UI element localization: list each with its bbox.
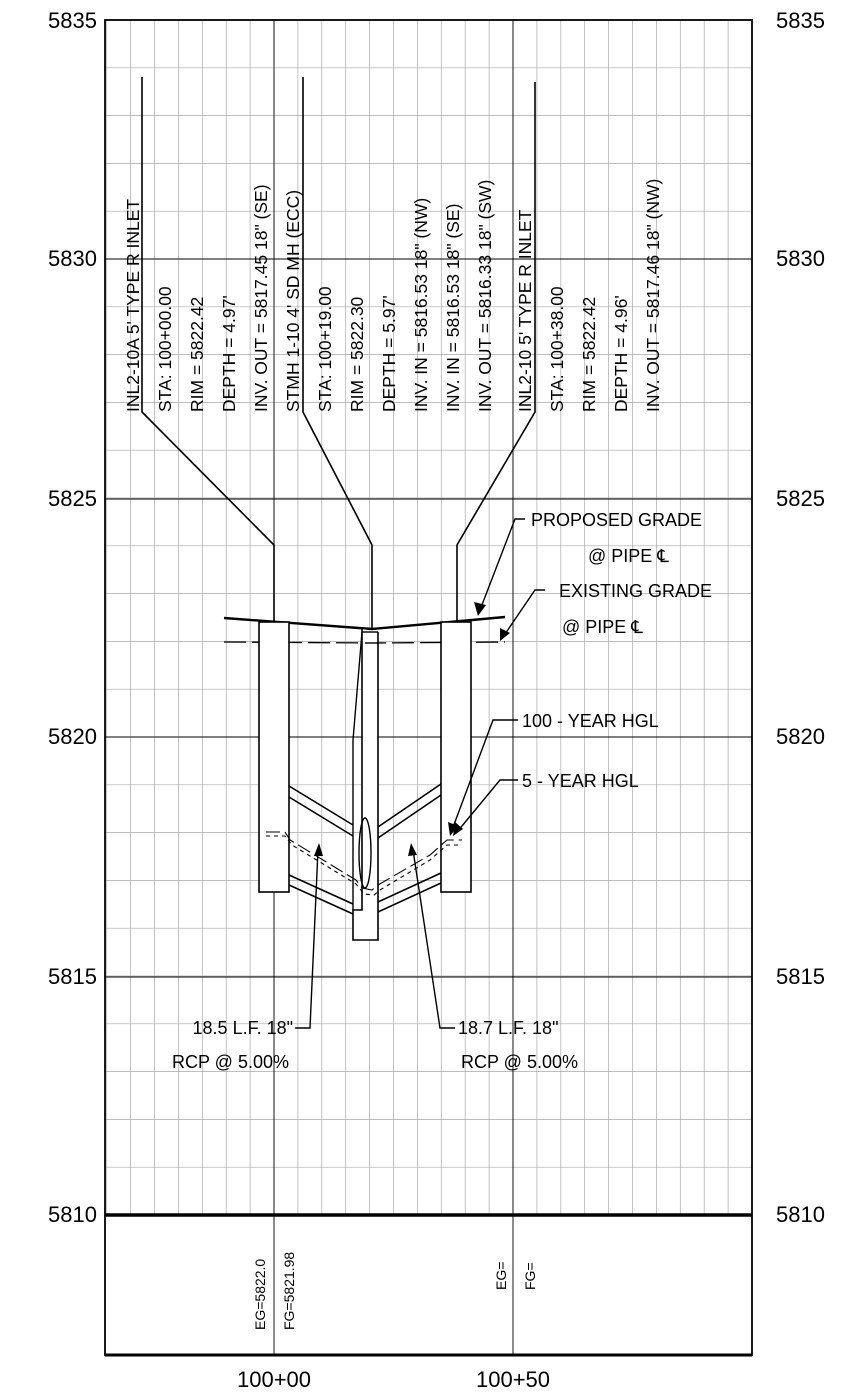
manhole-pipe-opening	[358, 817, 372, 889]
elev-label-left: 5825	[48, 486, 97, 511]
structure-label-line: INV. OUT = 5817.46 18" (NW)	[643, 179, 663, 412]
structure-label-line: DEPTH = 5.97'	[379, 295, 399, 412]
pipe-left-top	[288, 785, 354, 826]
grade-eg-100-50: EG=	[493, 1262, 509, 1290]
callout-arrowheads	[314, 602, 510, 856]
callouts: PROPOSED GRADE @ PIPE ℄ EXISTING GRADE @…	[172, 510, 712, 1072]
leader-pipe-left	[295, 849, 319, 1029]
elev-label-right: 5830	[776, 246, 825, 271]
leader-inl2-10	[456, 82, 536, 623]
elev-label-left: 5815	[48, 964, 97, 989]
leader-existing-grade	[502, 589, 545, 638]
station-label: 100+50	[476, 1367, 550, 1392]
callout-hgl-100: 100 - YEAR HGL	[522, 711, 659, 731]
elev-label-left: 5835	[48, 8, 97, 33]
inlet-inl2-10	[440, 621, 472, 893]
leader-pipe-right	[412, 849, 455, 1029]
grade-fg-100-00: FG=5821.98	[281, 1252, 297, 1330]
elev-label-left: 5820	[48, 724, 97, 749]
pipes	[288, 783, 442, 915]
pipe-right-bottom	[377, 882, 442, 913]
structure-label-line: INV. IN = 5816.53 18" (SE)	[443, 204, 463, 412]
grid-minor	[105, 20, 753, 1216]
structure-label-line: INL2-10A 5' TYPE R INLET	[123, 199, 143, 412]
callout-pipe-right-sub: RCP @ 5.00%	[461, 1052, 578, 1072]
structure-label-line: DEPTH = 4.97'	[219, 295, 239, 412]
elevation-labels-left: 5835 5830 5825 5820 5815 5810	[48, 8, 97, 1227]
pipe-left-top	[288, 796, 354, 837]
structure-label-line: INV. IN = 5816.53 18" (NW)	[411, 198, 431, 412]
station-label: 100+00	[237, 1367, 311, 1392]
structure-label-line: INL2-10 5' TYPE R INLET	[515, 209, 535, 412]
structure-label-line: RIM = 5822.42	[187, 297, 207, 412]
pipe-right-top	[377, 794, 442, 839]
structure-label-line: STA: 100+00.00	[155, 286, 175, 412]
callout-existing-grade-sub: @ PIPE ℄	[562, 617, 643, 637]
structure-label-line: INV. OUT = 5816.33 18" (SW)	[475, 180, 495, 412]
structure-label-line: RIM = 5822.30	[347, 296, 367, 412]
leader-inl2-10a	[141, 77, 275, 623]
manhole-stmh-1-10	[352, 629, 379, 941]
elev-label-left: 5810	[48, 1202, 97, 1227]
pipe-right-top	[377, 783, 442, 828]
structure-label-line: DEPTH = 4.96'	[611, 295, 631, 412]
elev-label-right: 5815	[776, 964, 825, 989]
elev-label-left: 5830	[48, 246, 97, 271]
elevation-labels-right: 5835 5830 5825 5820 5815 5810	[776, 8, 825, 1227]
structures	[258, 621, 472, 941]
inlet-inl2-10a	[258, 621, 290, 893]
structure-leaders	[141, 77, 536, 628]
hgl-5-year-line	[266, 835, 462, 896]
pipe-left-bottom	[288, 884, 354, 915]
structure-label-line: STMH 1-10 4' SD MH (ECC)	[283, 190, 303, 412]
structure-labels: INL2-10A 5' TYPE R INLET STA: 100+00.00 …	[123, 179, 663, 412]
structure-label-line: INV. OUT = 5817.45 18" (SE)	[251, 184, 271, 412]
elev-label-right: 5810	[776, 1202, 825, 1227]
elev-label-right: 5820	[776, 724, 825, 749]
leader-proposed-grade	[479, 518, 525, 611]
callout-leaders	[295, 518, 545, 1029]
callout-existing-grade: EXISTING GRADE	[559, 581, 712, 601]
callout-proposed-grade-sub: @ PIPE ℄	[588, 546, 669, 566]
grade-fg-100-50: FG=	[522, 1262, 538, 1290]
callout-hgl-5: 5 - YEAR HGL	[522, 771, 639, 791]
leader-hgl-5	[456, 779, 518, 833]
structure-label-line: STA: 100+19.00	[315, 286, 335, 412]
leader-hgl-100	[451, 719, 518, 831]
hgl-100-year-line	[266, 831, 462, 891]
callout-proposed-grade: PROPOSED GRADE	[531, 510, 702, 530]
structure-label-line: STA: 100+38.00	[547, 286, 567, 412]
station-labels: 100+00 100+50	[237, 1367, 550, 1392]
callout-pipe-right: 18.7 L.F. 18"	[458, 1018, 558, 1038]
pipe-right-bottom	[377, 872, 442, 903]
elev-label-right: 5835	[776, 8, 825, 33]
grade-eg-100-00: EG=5822.0	[252, 1259, 268, 1330]
leader-stmh-1-10	[302, 77, 373, 628]
grade-table: EG=5822.0 FG=5821.98 EG= FG=	[252, 1252, 538, 1330]
pipe-left-bottom	[288, 874, 354, 905]
structure-label-line: RIM = 5822.42	[579, 297, 599, 412]
callout-pipe-left-sub: RCP @ 5.00%	[172, 1052, 289, 1072]
elev-label-right: 5825	[776, 486, 825, 511]
callout-pipe-left: 18.5 L.F. 18"	[193, 1018, 293, 1038]
